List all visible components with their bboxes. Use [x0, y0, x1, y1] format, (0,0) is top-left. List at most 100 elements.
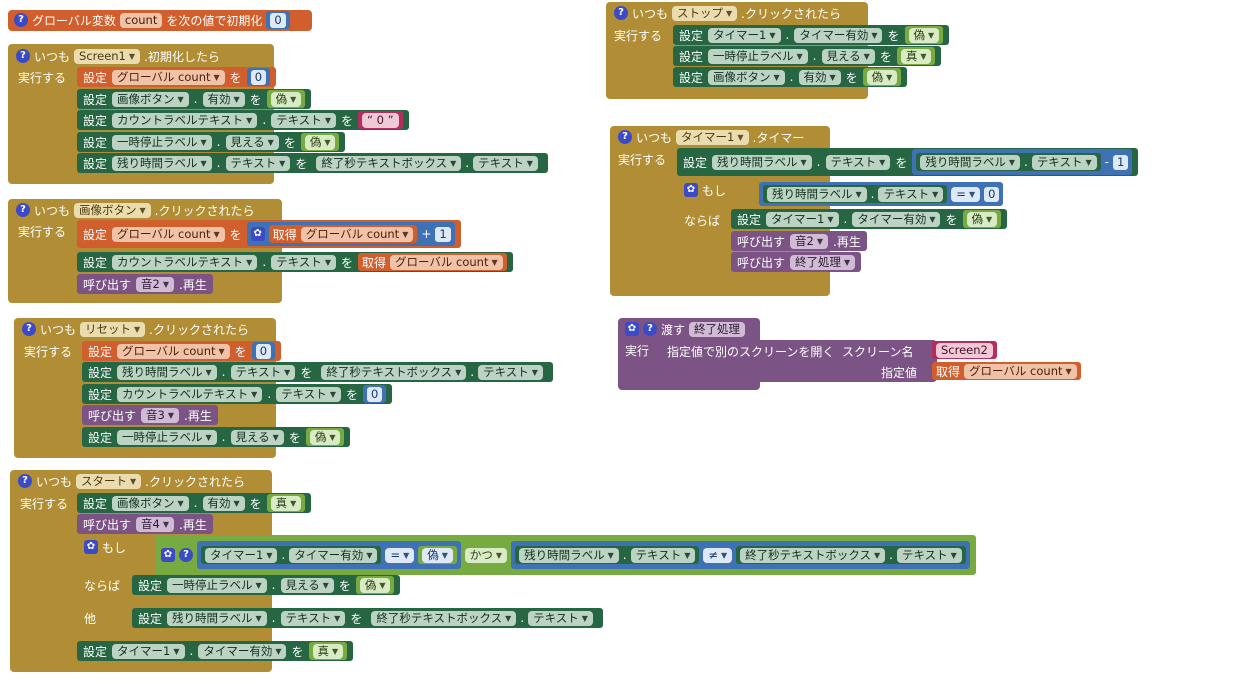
- open-screen-label: 指定値で別のスクリーンを開く スクリーン名: [667, 345, 914, 359]
- boolean-block[interactable]: 偽▼: [300, 133, 340, 151]
- set-global-block[interactable]: 設定グローバル count▼を 0: [82, 341, 282, 361]
- component-dropdown[interactable]: タイマー1▼: [676, 129, 749, 145]
- compare-block[interactable]: 残り時間ラベル▼.テキスト▼ ≠▼ 終了秒テキストボックス▼.テキスト▼: [511, 541, 970, 569]
- open-another-screen-block[interactable]: [661, 340, 937, 382]
- procedure-name[interactable]: 終了処理: [689, 321, 746, 337]
- set-property-block[interactable]: 設定画像ボタン▼.有効▼を 偽▼: [77, 89, 312, 109]
- boolean-block[interactable]: 偽▼: [862, 68, 902, 86]
- do-label: 実行する: [618, 153, 667, 167]
- boolean-block[interactable]: 偽▼: [305, 428, 345, 446]
- when-label: いつも: [34, 49, 71, 64]
- do-label: 実行する: [18, 71, 67, 85]
- set-property-block[interactable]: 設定一時停止ラベル▼.見える▼を 偽▼: [77, 132, 346, 152]
- get-global-block[interactable]: 取得グローバル count▼: [357, 253, 507, 271]
- set-property-block[interactable]: 設定タイマー1▼.タイマー有効▼を 真▼: [77, 641, 354, 661]
- else-label: 他: [84, 612, 97, 626]
- set-property-block[interactable]: 設定画像ボタン▼.有効▼を 偽▼: [673, 67, 908, 87]
- call-sound-play-block[interactable]: 呼び出す音3▼.再生: [82, 405, 218, 425]
- question-mark-icon[interactable]: ?: [22, 322, 36, 336]
- question-mark-icon[interactable]: ?: [16, 203, 30, 217]
- question-mark-icon[interactable]: ?: [618, 130, 632, 144]
- gear-icon[interactable]: ✿: [161, 548, 175, 562]
- math-subtract-block[interactable]: 残り時間ラベル▼.テキスト▼ - 1: [912, 149, 1133, 175]
- boolean-block[interactable]: 偽▼: [904, 26, 944, 44]
- set-property-block[interactable]: 設定一時停止ラベル▼.見える▼を 偽▼: [82, 427, 351, 447]
- call-sound-play-block[interactable]: 呼び出す音2▼.再生: [77, 274, 213, 294]
- do-label: 実行する: [20, 497, 69, 511]
- gear-icon[interactable]: ✿: [250, 227, 265, 241]
- global-var-label: グローバル変数: [32, 13, 116, 28]
- gear-icon[interactable]: ✿: [84, 540, 98, 554]
- boolean-block[interactable]: 偽▼: [962, 210, 1002, 228]
- set-property-block[interactable]: 設定タイマー1▼.タイマー有効▼を 偽▼: [731, 209, 1008, 229]
- boolean-block[interactable]: 真▼: [308, 642, 348, 660]
- question-mark-icon[interactable]: ?: [614, 6, 628, 20]
- boolean-block[interactable]: 偽▼: [355, 576, 395, 594]
- set-property-block[interactable]: 設定画像ボタン▼.有効▼を 真▼: [77, 493, 312, 513]
- question-mark-icon[interactable]: ?: [16, 49, 30, 63]
- set-property-block[interactable]: 設定残り時間ラベル▼.テキスト▼を 終了秒テキストボックス▼.テキスト▼: [82, 362, 553, 382]
- call-sound-play-block[interactable]: 呼び出す音4▼.再生: [77, 514, 213, 534]
- gear-icon[interactable]: ✿: [684, 183, 698, 197]
- number-block[interactable]: 0: [251, 342, 276, 360]
- question-mark-icon[interactable]: ?: [179, 548, 193, 562]
- component-getter-block[interactable]: 残り時間ラベル▼.テキスト▼: [916, 153, 1101, 171]
- do-label: 実行する: [18, 225, 67, 239]
- then-label: ならば: [84, 579, 121, 593]
- call-procedure-block[interactable]: 呼び出す終了処理▼: [731, 252, 862, 272]
- component-getter-block[interactable]: 終了秒テキストボックス▼.テキスト▼: [317, 363, 547, 381]
- boolean-block[interactable]: 真▼: [266, 494, 306, 512]
- component-dropdown[interactable]: 画像ボタン▼: [74, 202, 151, 218]
- global-variable-block[interactable]: ? グローバル変数 count を次の値で初期化 0: [8, 10, 312, 31]
- component-getter-block[interactable]: 残り時間ラベル▼.テキスト▼: [763, 185, 948, 203]
- compare-block[interactable]: 残り時間ラベル▼.テキスト▼ =▼ 0: [759, 182, 1004, 206]
- component-dropdown[interactable]: ストップ▼: [672, 5, 738, 21]
- set-property-block[interactable]: 設定一時停止ラベル▼.見える▼を 偽▼: [132, 575, 401, 595]
- do-label: 実行: [625, 344, 650, 358]
- number-block[interactable]: 0: [362, 385, 387, 403]
- text-block[interactable]: “ 0 ”: [357, 111, 403, 129]
- boolean-block[interactable]: 偽▼: [418, 546, 457, 564]
- set-global-block[interactable]: 設定グローバル count▼を ✿ 取得グローバル count▼ + 1: [77, 220, 461, 248]
- gear-icon[interactable]: ✿: [625, 322, 639, 336]
- component-dropdown[interactable]: スタート▼: [76, 473, 142, 489]
- component-getter-block[interactable]: 残り時間ラベル▼.テキスト▼: [515, 546, 700, 564]
- start-value-label: 指定値: [881, 366, 918, 380]
- question-mark-icon[interactable]: ?: [643, 322, 657, 336]
- compare-block[interactable]: タイマー1▼.タイマー有効▼ =▼ 偽▼: [197, 541, 461, 569]
- set-property-block[interactable]: 設定タイマー1▼.タイマー有効▼を 偽▼: [673, 25, 950, 45]
- set-property-block[interactable]: 設定残り時間ラベル▼.テキスト▼を 終了秒テキストボックス▼.テキスト▼: [132, 608, 603, 628]
- question-mark-icon[interactable]: ?: [18, 474, 32, 488]
- number-block[interactable]: 0: [266, 11, 290, 29]
- component-dropdown[interactable]: リセット▼: [80, 321, 146, 337]
- set-property-block[interactable]: 設定カウントラベルテキスト▼.テキスト▼を 0: [82, 384, 393, 404]
- get-global-block[interactable]: 取得グローバル count▼: [268, 225, 418, 243]
- global-var-suffix: を次の値で初期化: [166, 13, 263, 28]
- event-name-label: .初期化したら: [144, 49, 220, 64]
- component-getter-block[interactable]: タイマー1▼.タイマー有効▼: [201, 546, 382, 564]
- set-global-block[interactable]: 設定グローバル count▼を 0: [77, 67, 277, 87]
- set-property-block[interactable]: 設定カウントラベルテキスト▼.テキスト▼を 取得グローバル count▼: [77, 252, 513, 272]
- logic-and-block[interactable]: ✿ ? タイマー1▼.タイマー有効▼ =▼ 偽▼ かつ▼ 残り時間ラベル▼.テキ…: [155, 535, 976, 575]
- math-add-block[interactable]: ✿ 取得グローバル count▼ + 1: [246, 222, 455, 246]
- and-dropdown[interactable]: かつ▼: [464, 547, 508, 563]
- question-mark-icon[interactable]: ?: [14, 13, 28, 27]
- text-block[interactable]: Screen2: [932, 341, 997, 359]
- do-label: 実行する: [614, 29, 663, 43]
- set-property-block[interactable]: 設定残り時間ラベル▼.テキスト▼を 終了秒テキストボックス▼.テキスト▼: [77, 153, 548, 173]
- set-property-block[interactable]: 設定一時停止ラベル▼.見える▼を 真▼: [673, 46, 942, 66]
- set-property-block[interactable]: 設定カウントラベルテキスト▼.テキスト▼を “ 0 ”: [77, 110, 409, 130]
- boolean-block[interactable]: 真▼: [896, 47, 936, 65]
- if-label: もし: [702, 183, 727, 198]
- component-getter-block[interactable]: 終了秒テキストボックス▼.テキスト▼: [312, 154, 542, 172]
- component-getter-block[interactable]: 終了秒テキストボックス▼.テキスト▼: [367, 609, 597, 627]
- global-var-name[interactable]: count: [119, 12, 163, 28]
- if-label: もし: [102, 540, 127, 555]
- set-property-block[interactable]: 設定残り時間ラベル▼.テキスト▼を 残り時間ラベル▼.テキスト▼ - 1: [677, 148, 1139, 176]
- component-dropdown[interactable]: Screen1▼: [74, 48, 141, 64]
- number-block[interactable]: 0: [246, 68, 271, 86]
- boolean-block[interactable]: 偽▼: [266, 90, 306, 108]
- component-getter-block[interactable]: 終了秒テキストボックス▼.テキスト▼: [736, 546, 966, 564]
- get-global-block[interactable]: 取得グローバル count▼: [932, 362, 1081, 380]
- call-sound-play-block[interactable]: 呼び出す音2▼.再生: [731, 231, 867, 251]
